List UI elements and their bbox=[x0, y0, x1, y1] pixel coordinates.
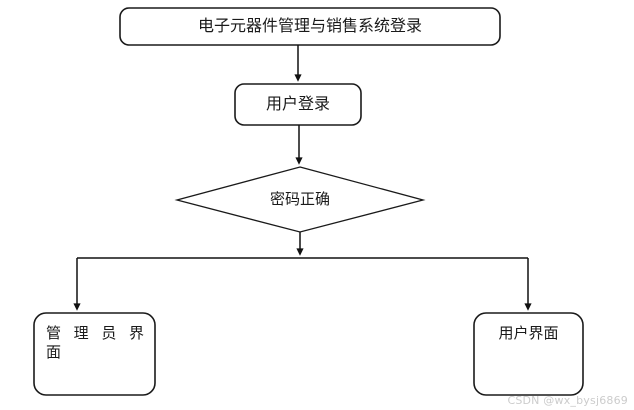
watermark-text: CSDN @wx_bysj6869 bbox=[507, 394, 628, 407]
node-admin-box[interactable] bbox=[33, 312, 156, 396]
node-login-box[interactable] bbox=[234, 83, 362, 126]
node-title-box[interactable] bbox=[119, 7, 501, 46]
node-user-box[interactable] bbox=[473, 312, 584, 396]
node-decision-diamond[interactable] bbox=[174, 166, 426, 233]
